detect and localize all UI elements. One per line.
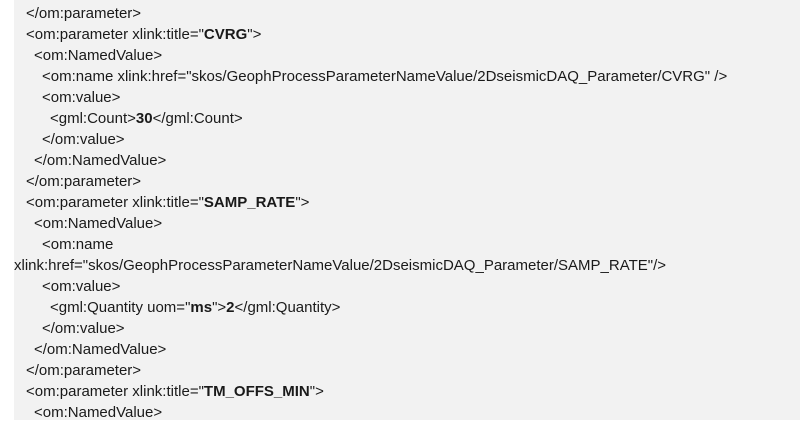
code-text: <om:parameter xlink:title=" [26, 194, 204, 211]
code-text: </om:parameter> [26, 5, 142, 22]
code-line: <gml:Count>30</gml:Count> [50, 108, 243, 129]
code-text: </om:value> [42, 131, 125, 148]
code-line: <gml:Quantity uom="ms">2</gml:Quantity> [50, 297, 340, 318]
code-line: <om:name xlink:href="skos/GeophProcessPa… [42, 66, 727, 87]
code-text: <om:NamedValue> [34, 404, 163, 421]
code-text: "> [247, 26, 262, 43]
code-text: </gml:Quantity> [234, 299, 341, 316]
code-value-bold: 30 [135, 110, 153, 127]
code-text: </om:NamedValue> [34, 152, 167, 169]
code-line: <om:NamedValue> [34, 213, 162, 234]
code-text: "> [309, 383, 324, 400]
code-text: </om:value> [42, 320, 125, 337]
code-line: <om:value> [42, 87, 120, 108]
code-line: </om:value> [42, 129, 125, 150]
code-value-bold: TM_OFFS_MIN [203, 383, 310, 400]
code-text: xlink:href="skos/GeophProcessParameterNa… [14, 257, 667, 274]
code-line: <om:NamedValue> [34, 45, 162, 66]
code-text: <gml:Count> [50, 110, 136, 127]
code-text: <om:name [42, 236, 114, 253]
code-text: "> [212, 299, 227, 316]
code-line: <om:NamedValue> [34, 402, 162, 423]
code-line: xlink:href="skos/GeophProcessParameterNa… [14, 255, 666, 276]
code-line: </om:parameter> [26, 3, 141, 24]
code-text: <gml:Quantity uom=" [50, 299, 191, 316]
code-text: <om:parameter xlink:title=" [26, 26, 204, 43]
code-line: <om:parameter xlink:title="SAMP_RATE"> [26, 192, 309, 213]
code-text: <om:NamedValue> [34, 215, 163, 232]
code-value-bold: 2 [226, 299, 235, 316]
code-line: </om:value> [42, 318, 125, 339]
code-text: <om:name xlink:href="skos/GeophProcessPa… [42, 68, 728, 85]
code-listing-panel [14, 0, 800, 420]
code-line: <om:name [42, 234, 113, 255]
code-text: </om:parameter> [26, 362, 142, 379]
code-text: </om:parameter> [26, 173, 142, 190]
code-line: </om:NamedValue> [34, 150, 166, 171]
code-text: "> [295, 194, 310, 211]
code-line: <om:parameter xlink:title="CVRG"> [26, 24, 261, 45]
code-text: <om:value> [42, 278, 121, 295]
code-line: <om:value> [42, 276, 120, 297]
code-value-bold: SAMP_RATE [203, 194, 296, 211]
code-text: <om:value> [42, 89, 121, 106]
code-line: <om:parameter xlink:title="TM_OFFS_MIN"> [26, 381, 324, 402]
code-line: </om:parameter> [26, 171, 141, 192]
code-line: </om:NamedValue> [34, 339, 166, 360]
code-value-bold: ms [190, 299, 213, 316]
code-text: </gml:Count> [152, 110, 243, 127]
code-text: <om:NamedValue> [34, 47, 163, 64]
code-text: <om:parameter xlink:title=" [26, 383, 204, 400]
code-line: </om:parameter> [26, 360, 141, 381]
code-value-bold: CVRG [203, 26, 248, 43]
code-text: </om:NamedValue> [34, 341, 167, 358]
